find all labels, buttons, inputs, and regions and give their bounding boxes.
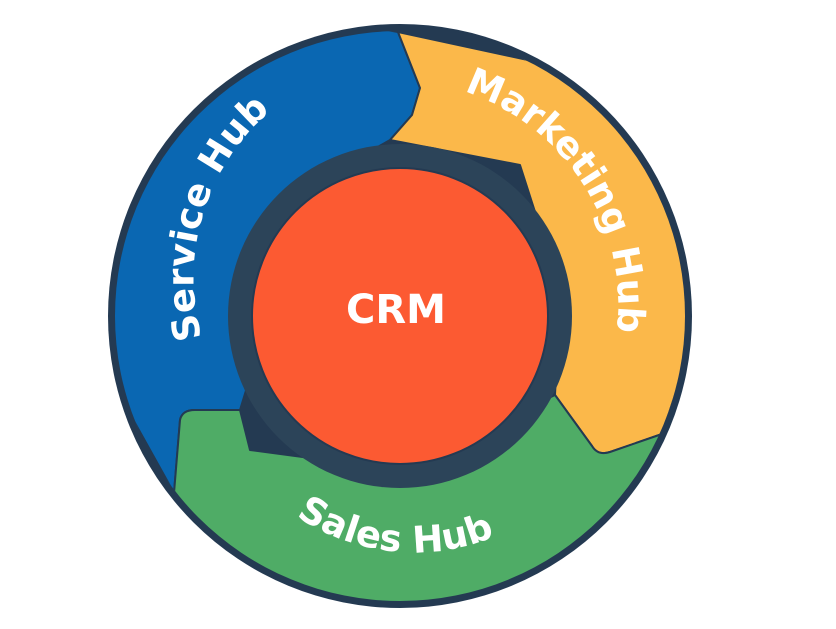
crm-core-circle <box>251 167 549 465</box>
crm-label: CRM <box>346 287 446 333</box>
